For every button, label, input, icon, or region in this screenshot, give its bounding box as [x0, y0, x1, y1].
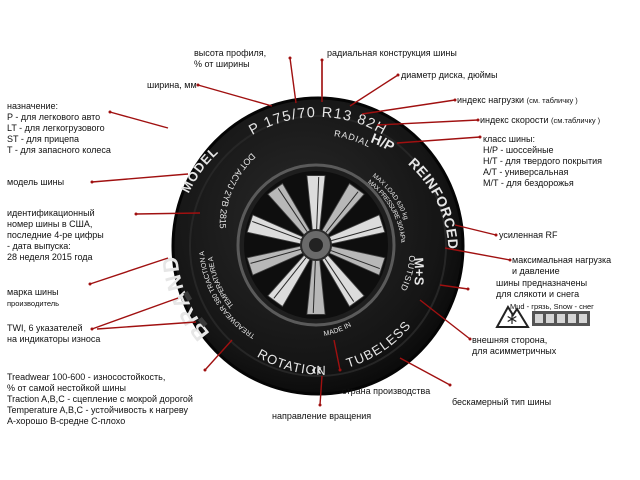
label-load-index: индекс нагрузки (см. табличку ) [457, 95, 578, 106]
twi-markers [183, 291, 208, 328]
label-speed-index-note: (см.табличку ) [551, 116, 601, 125]
mud-snow-tread-icon [532, 311, 590, 326]
label-rotation: направление вращения [272, 411, 372, 421]
label-load-index-note: (см. табличку ) [526, 96, 578, 105]
label-country: страна производства [342, 386, 431, 396]
label-tire-model: модель шины [7, 177, 65, 187]
rim-spoke-edge [316, 177, 320, 230]
label-width: ширина, мм [147, 80, 197, 90]
sidewall-ms-text: M+S [411, 257, 427, 286]
label-reinforced-rf: усиленная RF [499, 230, 558, 240]
rim-spoke-edge [252, 220, 302, 240]
label-profile-height: высота профиля, % от ширины [194, 48, 267, 69]
label-max-load-pressure: максимальная нагрузка и давление [512, 255, 612, 276]
label-outside: внешняя сторона, для асимметричных [472, 335, 557, 356]
label-tubeless: бескамерный тип шины [452, 397, 552, 407]
label-producer-text: производитель [7, 299, 60, 308]
tire-sidewall-ring [189, 115, 447, 377]
rim-spoke-edge [325, 191, 359, 233]
rim-spoke-edge [277, 188, 308, 232]
rim-spoke-edge [312, 260, 316, 313]
leader-dots [88, 56, 512, 407]
label-brand-text: марка шины [7, 287, 59, 297]
label-identification: идентификационный номер шины в США, посл… [7, 208, 104, 262]
label-brand: марка шины производитель [7, 287, 59, 309]
leader-lines [89, 57, 511, 406]
label-tire-class: класс шины: H/P - шоссейные H/T - для тв… [483, 134, 602, 188]
mountain-snowflake-icon [495, 305, 530, 328]
label-purpose: назначение: P - для легкового авто LT - … [7, 101, 111, 155]
label-treadwear: Treadwear 100-600 - износостойкость, % о… [7, 372, 193, 426]
rim-spoke-edge [330, 250, 380, 270]
label-speed-index: индекс скорости (см.табличку ) [480, 115, 600, 126]
rim-spoke-edge [273, 257, 307, 299]
label-load-index-text: индекс нагрузки [457, 95, 525, 105]
label-twi: TWI, 6 указателей на индикаторы износа [7, 323, 101, 344]
rim-spoke-edge [250, 248, 301, 264]
rim-spoke-edge [324, 258, 355, 302]
sidewall-chevrons-text: ‹‹ [311, 361, 322, 378]
label-radial-construction: радиальная конструкция шины [327, 48, 457, 58]
label-mud-snow: шины предназначены для слякоти и снега [496, 278, 588, 299]
rim-spokes [246, 175, 386, 315]
label-speed-index-text: индекс скорости [480, 115, 549, 125]
label-mud-snow-note: Mud - грязь, Snow - снег [510, 302, 594, 311]
label-rim-diameter: диаметр диска, дюймы [401, 70, 498, 80]
rim-spoke-edge [331, 226, 382, 242]
